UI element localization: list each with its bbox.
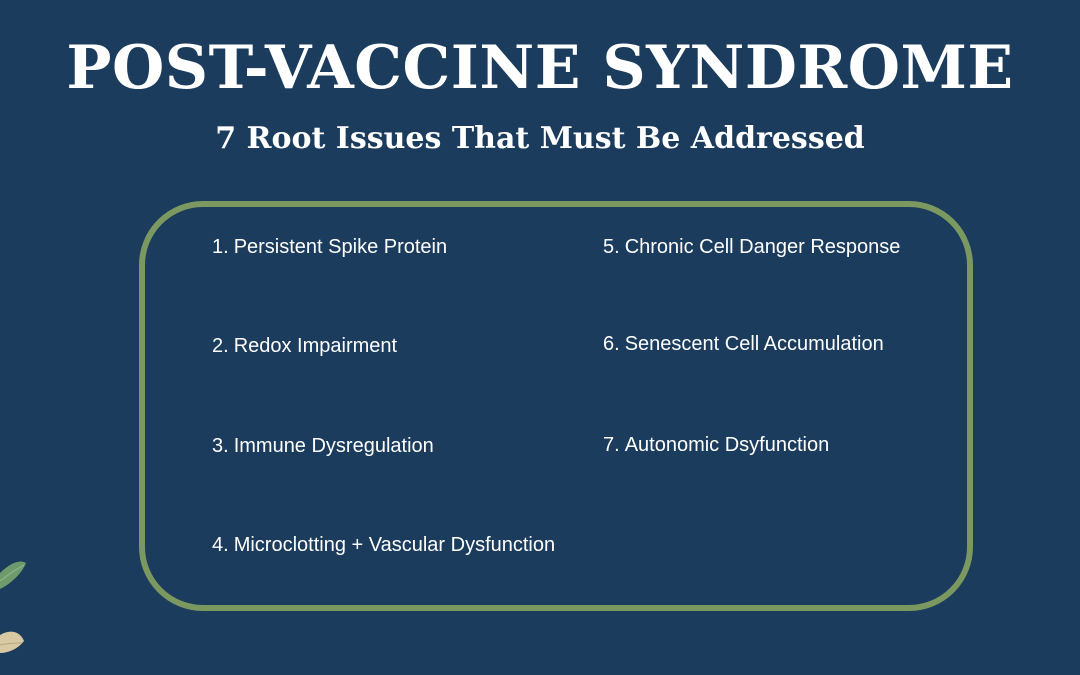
page-title: POST-VACCINE SYNDROME [66, 33, 1014, 103]
leaf-decoration-icon [0, 561, 26, 653]
list-item-number: 7. [603, 434, 620, 456]
list-item-number: 3. [212, 435, 229, 457]
list-item-number: 2. [212, 335, 229, 357]
list-item-number: 6. [603, 333, 620, 355]
list-item-chronic-cell-danger-response: 5.Chronic Cell Danger Response [603, 237, 900, 257]
list-item-immune-dysregulation: 3.Immune Dysregulation [212, 436, 434, 456]
list-item-number: 5. [603, 236, 620, 258]
list-item-label: Redox Impairment [233, 335, 398, 357]
list-item-label: Immune Dysregulation [233, 435, 434, 457]
list-item-persistent-spike-protein: 1.Persistent Spike Protein [212, 237, 447, 257]
list-item-label: Autonomic Dsyfunction [624, 434, 830, 456]
list-item-redox-impairment: 2.Redox Impairment [212, 336, 397, 356]
list-item-number: 1. [212, 236, 229, 258]
list-item-microclotting: 4.Microclotting + Vascular Dysfunction [212, 535, 555, 555]
list-item-number: 4. [212, 534, 229, 556]
list-item-label: Microclotting + Vascular Dysfunction [233, 534, 556, 556]
list-item-label: Persistent Spike Protein [233, 236, 448, 258]
list-item-label: Chronic Cell Danger Response [624, 236, 901, 258]
issues-panel [139, 201, 973, 611]
list-item-label: Senescent Cell Accumulation [624, 333, 884, 355]
list-item-autonomic-dysfunction: 7.Autonomic Dsyfunction [603, 435, 829, 455]
page-subtitle: 7 Root Issues That Must Be Addressed [215, 121, 865, 156]
list-item-senescent-cell-accumulation: 6.Senescent Cell Accumulation [603, 334, 884, 354]
